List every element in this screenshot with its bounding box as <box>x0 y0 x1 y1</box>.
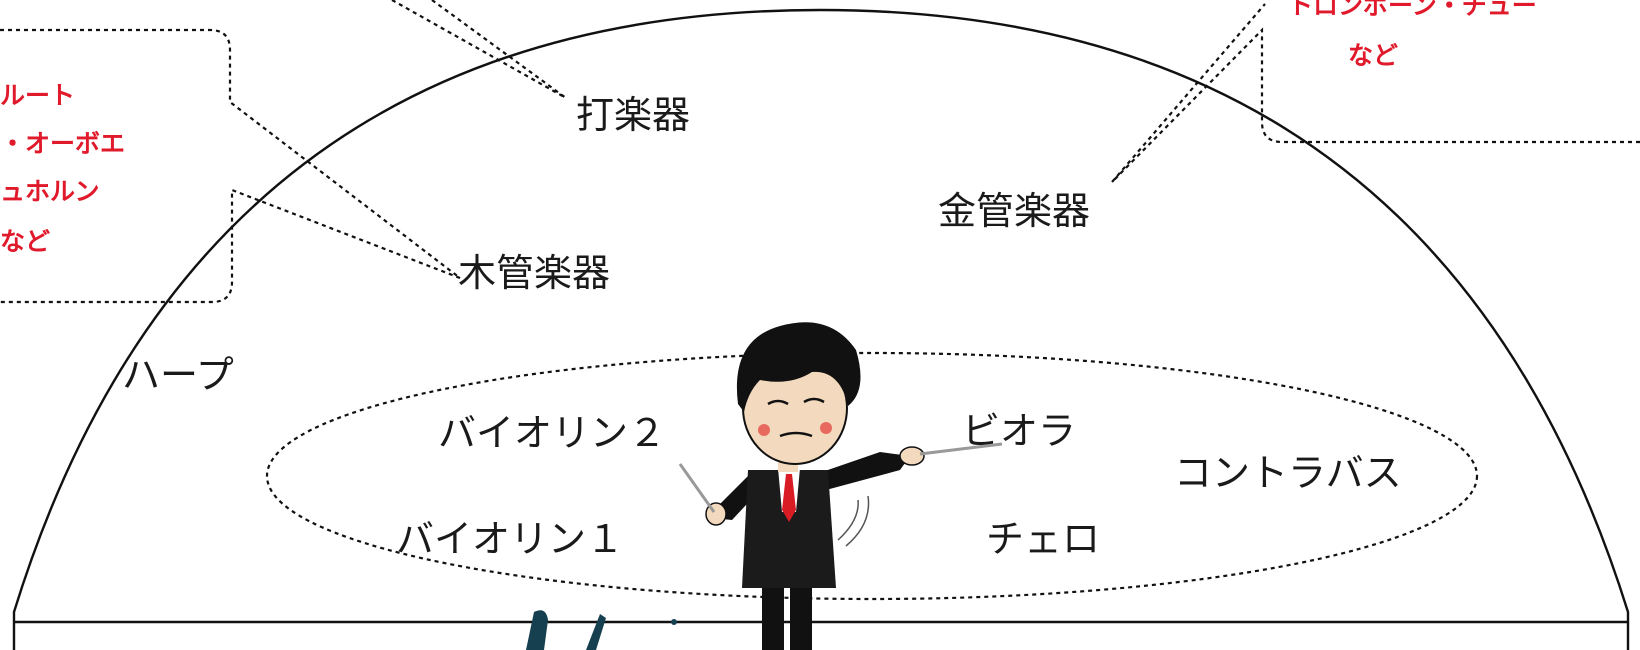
woodwind-note-line-2: ・オーボエ <box>0 129 125 158</box>
contrabass-label: コントラバス <box>1174 451 1402 495</box>
woodwind-note-line-4: など <box>0 227 50 256</box>
woodwind-label: 木管楽器 <box>458 251 610 295</box>
conductor-illustration <box>678 322 1003 650</box>
percussion-label: 打楽器 <box>576 93 690 137</box>
strings-ellipse <box>265 351 1479 601</box>
brass-label: 金管楽器 <box>938 189 1090 233</box>
brass-callout-box <box>1111 3 1640 183</box>
violin1-label: バイオリン１ <box>396 517 624 561</box>
violin2-label: バイオリン２ <box>438 411 666 455</box>
brass-note-line-1: トロンボーン・チュー <box>1288 0 1537 20</box>
woodwind-callout-box <box>0 28 461 304</box>
woodwind-note-line-1: ルート <box>0 81 75 110</box>
harp-label: ハープ <box>122 353 234 397</box>
woodwind-note-line-3: ュホルン <box>0 177 100 206</box>
percussion-leader-line <box>391 0 567 99</box>
cello-label: チェロ <box>986 517 1100 561</box>
brass-note-line-2: など <box>1348 41 1398 70</box>
audience-figure-partial <box>526 610 677 650</box>
stage-arc <box>12 8 1630 650</box>
percussion-leader-line-2 <box>431 0 567 99</box>
